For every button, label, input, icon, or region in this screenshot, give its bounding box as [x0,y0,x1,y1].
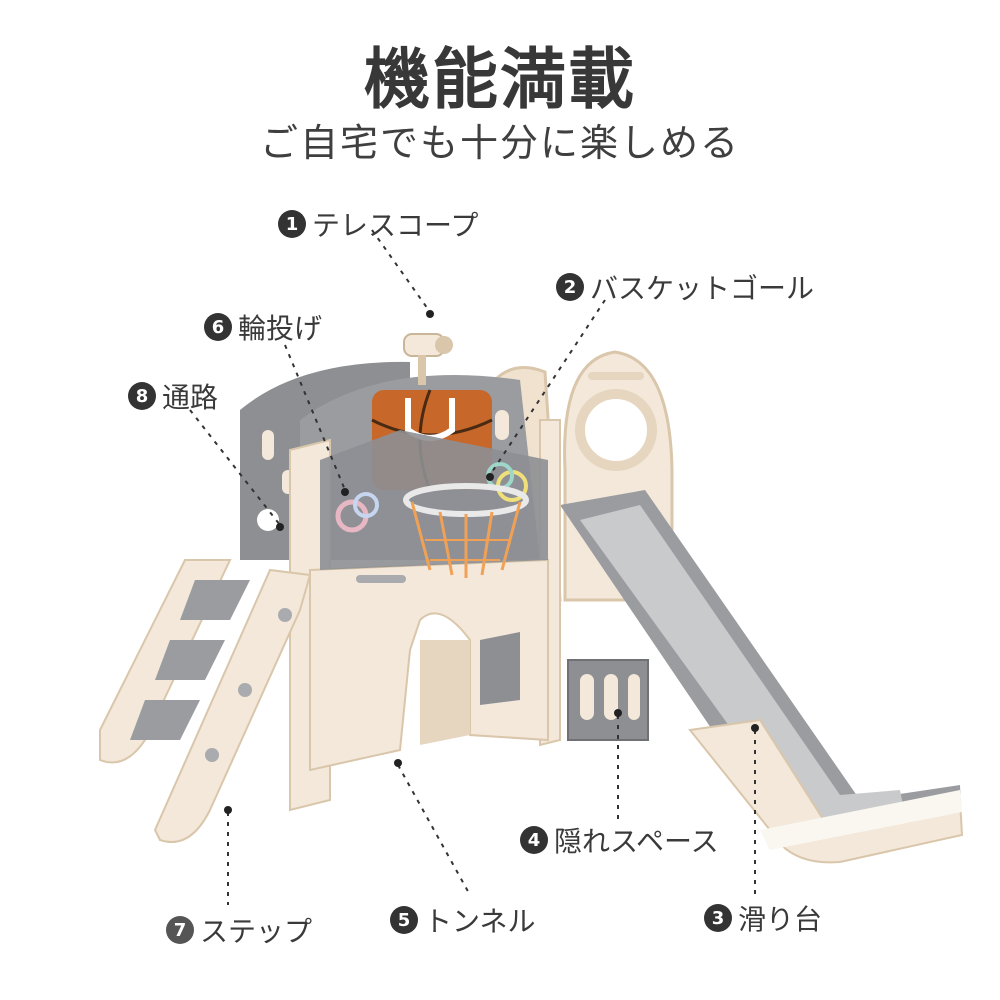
feature-label-slide: 3 滑り台 [704,898,822,938]
number-badge: 5 [390,906,418,934]
feature-text: 滑り台 [738,903,823,936]
stairs [99,559,312,843]
hoop [403,483,529,578]
feature-label-hidden-space: 4 隠れスペース [520,820,719,860]
page-subtitle: ご自宅でも十分に楽しめる [259,121,740,165]
callout-lines [189,229,756,905]
number-badge: 2 [556,273,584,301]
hidden-space-panel [567,659,649,741]
feature-text: トンネル [424,905,536,938]
number-badge: 8 [128,382,156,410]
number-badge: 6 [204,313,232,341]
feature-text: 隠れスペース [554,825,719,858]
feature-label-tunnel: 5 トンネル [390,900,535,940]
feature-text: 通路 [162,381,219,414]
callout-points [224,310,759,814]
page-title: 機能満載 [364,41,636,118]
number-badge: 1 [278,210,306,238]
number-badge: 3 [704,904,732,932]
number-badge: 4 [520,826,548,854]
feature-label-passage: 8 通路 [128,376,218,416]
feature-label-basketball-goal: 2 バスケットゴール [556,267,814,307]
telescope [403,333,453,385]
number-badge: 7 [166,916,194,944]
feature-label-step: 7 ステップ [166,910,312,950]
feature-text: ステップ [200,915,313,948]
feature-label-telescope: 1 テレスコープ [278,204,478,244]
feature-label-ring-toss: 6 輪投げ [204,307,322,347]
feature-text: テレスコープ [312,209,479,242]
feature-text: バスケットゴール [590,272,815,305]
feature-text: 輪投げ [238,312,323,345]
slide [560,490,964,864]
